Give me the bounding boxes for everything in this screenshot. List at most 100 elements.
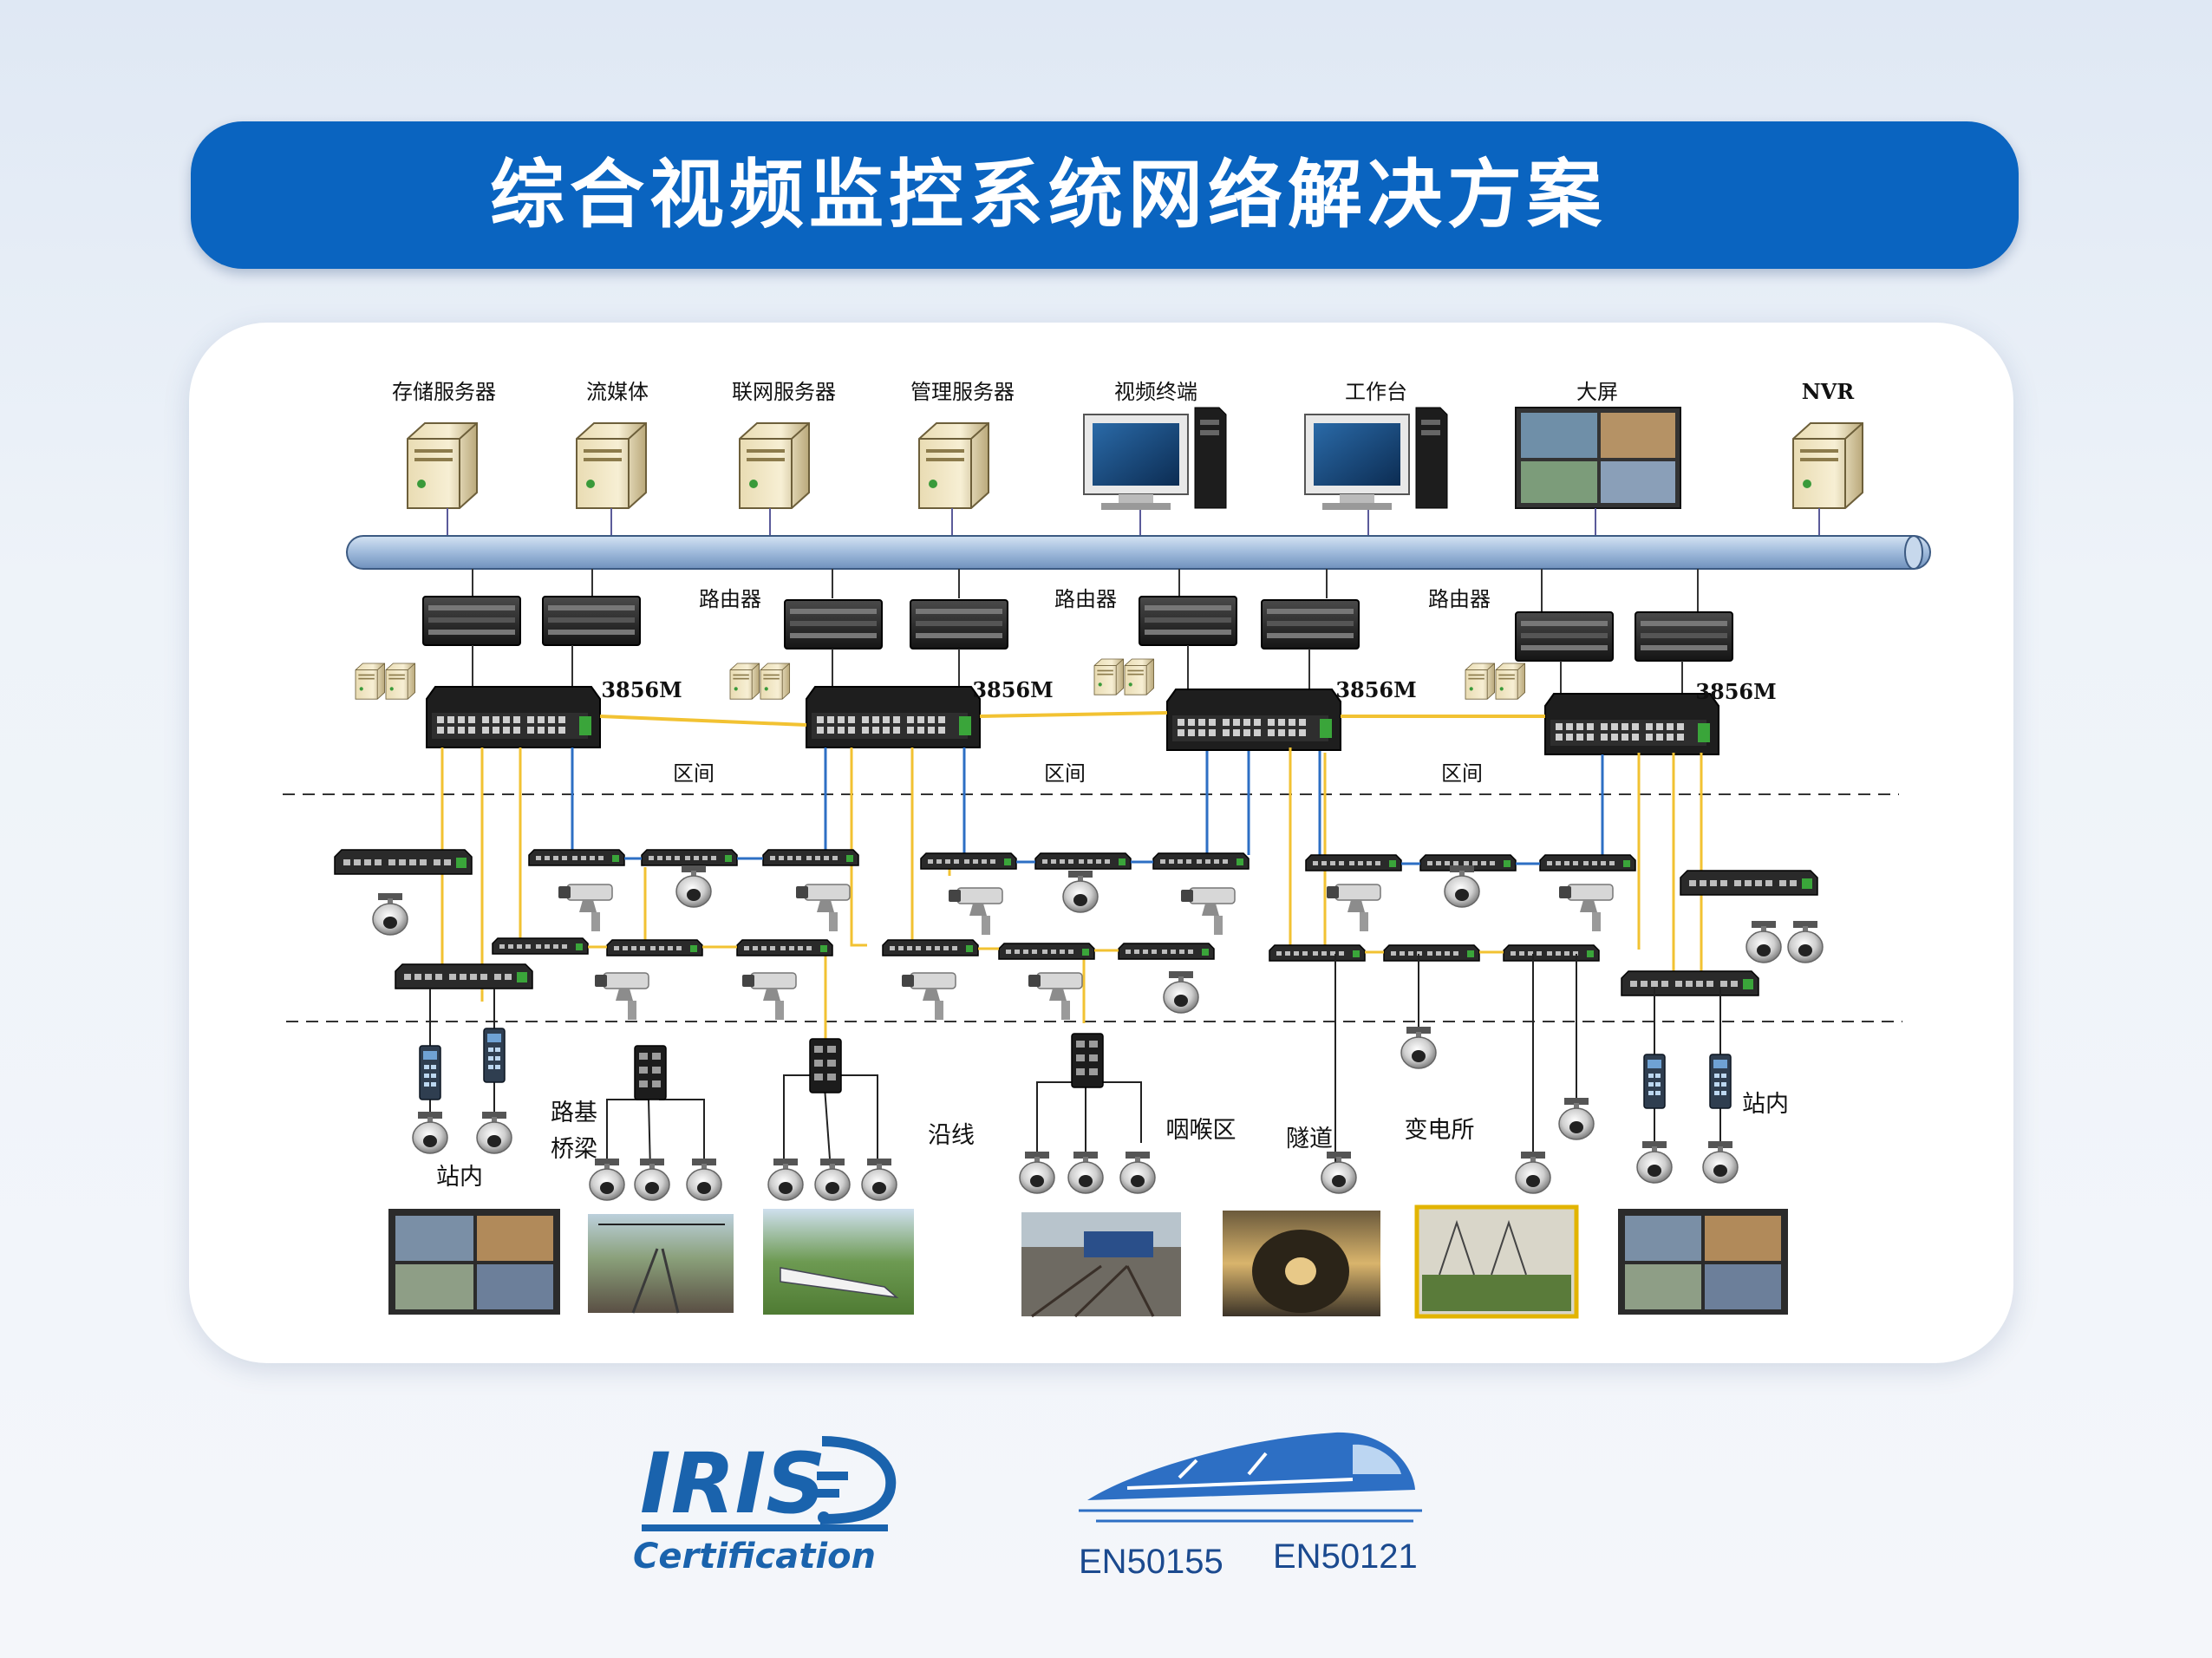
photo-station-monitors [388,1209,560,1315]
field-label-tunnel: 隧道 [1286,1126,1333,1152]
ring-switch-d1-icon [492,937,589,955]
page-title: 综合视频监控系统网络解决方案 [490,152,1607,238]
ring-switch-a1-icon [528,849,625,866]
field-label-subgrade: 路基 [551,1100,597,1126]
dome-camera-icon [476,1111,512,1154]
dome-camera-icon [1745,920,1782,963]
din-switch-icon [1643,1054,1666,1109]
device-label-video-wall: 大屏 [1576,380,1618,404]
router-2a-icon [784,599,883,649]
dome-camera-icon [1321,1151,1357,1194]
standard-en50155: EN50155 [1079,1543,1223,1581]
workstation-computer-icon [1304,407,1448,511]
ring-switch-f3-icon [1503,944,1600,962]
ring-switch-e1-icon [882,939,979,956]
core-switch-model-4: 3856M [1695,679,1776,704]
ring-switch-c3-icon [1539,854,1636,871]
nvr-server-icon [1792,422,1863,509]
din-switch-icon [419,1045,441,1100]
section-label-1: 区间 [673,761,714,786]
dome-camera-icon [1067,1151,1104,1194]
device-label-networking-server: 联网服务器 [732,380,836,404]
ring-switch-a3-icon [762,849,859,866]
section-label-3: 区间 [1441,761,1483,786]
dome-camera-icon [412,1111,448,1154]
router-label-1: 路由器 [699,587,761,611]
bullet-camera-icon [948,887,1003,936]
bullet-camera-icon [594,972,649,1021]
dome-camera-icon [372,892,408,936]
core-switch-4-icon [1544,693,1719,755]
device-label-nvr: NVR [1802,379,1856,404]
ring-switch-a2-icon [641,849,738,866]
router-3a-icon [1139,596,1237,646]
edge-switch-right-lower-icon [1621,970,1759,996]
bullet-camera-icon [795,884,851,932]
edge-switch-left-lower-icon [395,963,533,989]
photo-subgrade-track [588,1214,734,1314]
router-2b-icon [910,599,1008,649]
din-switch-icon [1071,1033,1104,1088]
title-bar: 综合视频监控系统网络解决方案 [191,121,2019,269]
bullet-camera-icon [1028,972,1083,1021]
ring-switch-b3-icon [1152,852,1250,870]
device-label-management-server: 管理服务器 [910,380,1015,404]
iris-logo-text: IRIS [640,1435,826,1532]
dome-camera-icon [1702,1140,1739,1184]
dome-camera-icon [767,1158,804,1201]
local-servers-2-icon [729,663,791,700]
ring-switch-c1-icon [1305,854,1402,871]
dome-camera-icon [1515,1151,1551,1194]
section-label-2: 区间 [1044,761,1086,786]
din-switch-icon [1709,1054,1732,1109]
backbone-bus [346,535,1931,570]
networking-server-icon [739,422,810,509]
storage-server-icon [407,422,478,509]
router-4a-icon [1515,611,1614,662]
device-label-video-terminal: 视频终端 [1114,380,1197,404]
field-label-along-line: 沿线 [928,1122,975,1149]
photo-highspeed-train [763,1209,914,1315]
bullet-camera-icon [1558,884,1614,932]
dome-camera-icon [1444,865,1480,908]
device-label-storage-server: 存储服务器 [392,380,496,404]
bullet-camera-icon [741,972,797,1021]
ring-switch-b1-icon [920,852,1017,870]
ring-switch-e3-icon [1118,943,1215,960]
field-label-bridge: 桥梁 [551,1136,597,1163]
diagram-panel [189,323,2013,1363]
video-terminal-computer-icon [1083,407,1227,511]
core-switch-2-icon [806,686,981,748]
device-label-streaming: 流媒体 [586,380,649,404]
standard-en50121: EN50121 [1273,1537,1418,1576]
streaming-server-icon [576,422,647,509]
photo-substation [1414,1204,1579,1319]
field-label-substation: 变电所 [1405,1117,1475,1144]
router-label-3: 路由器 [1428,587,1491,611]
din-switch-icon [809,1038,842,1093]
bullet-camera-icon [558,884,613,932]
core-switch-1-icon [426,686,601,748]
ring-switch-f1-icon [1269,944,1366,962]
dome-camera-icon [675,865,712,908]
dome-camera-icon [1400,1026,1437,1069]
din-switch-icon [483,1028,506,1083]
train-logo: EN50155 EN50121 [1079,1432,1422,1581]
photo-tunnel [1223,1211,1380,1316]
dome-camera-icon [1119,1151,1156,1194]
core-switch-model-3: 3856M [1335,677,1416,702]
photo-station-monitors-right [1618,1209,1788,1315]
local-servers-1-icon [355,663,416,700]
dome-camera-icon [1558,1097,1595,1140]
core-switch-model-1: 3856M [601,677,682,702]
router-3b-icon [1261,599,1360,649]
iris-certification-logo: IRIS Certification [633,1435,897,1576]
dome-camera-icon [861,1158,897,1201]
field-label-station-left: 站内 [436,1164,483,1191]
dome-camera-icon [1019,1151,1055,1194]
management-server-icon [918,422,989,509]
ring-switch-d3-icon [736,939,833,956]
bullet-camera-icon [1180,887,1236,936]
dome-camera-icon [1787,920,1824,963]
